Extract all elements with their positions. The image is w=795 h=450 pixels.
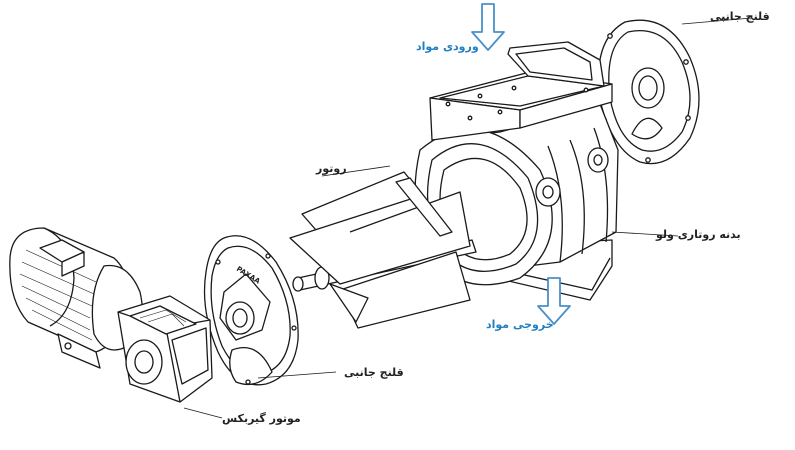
label-material-outlet: خروجی مواد — [486, 318, 554, 331]
rotor — [289, 171, 477, 329]
label-side-flange-bottom: قلنج جانبی — [344, 366, 404, 379]
material-outlet-arrow — [537, 277, 571, 325]
side-flange-bottom — [203, 235, 299, 386]
label-side-flange-top: قلنج جانبی — [710, 10, 770, 23]
label-valve-body: بدنه روتاری ولو — [656, 228, 741, 241]
gear-motor — [9, 227, 213, 403]
label-gear-motor: موتور گیربکس — [222, 412, 301, 425]
label-material-inlet: ورودی مواد — [416, 40, 479, 53]
material-inlet-arrow — [471, 3, 505, 51]
label-rotor: روتور — [316, 162, 347, 175]
leader-lines — [183, 17, 753, 419]
